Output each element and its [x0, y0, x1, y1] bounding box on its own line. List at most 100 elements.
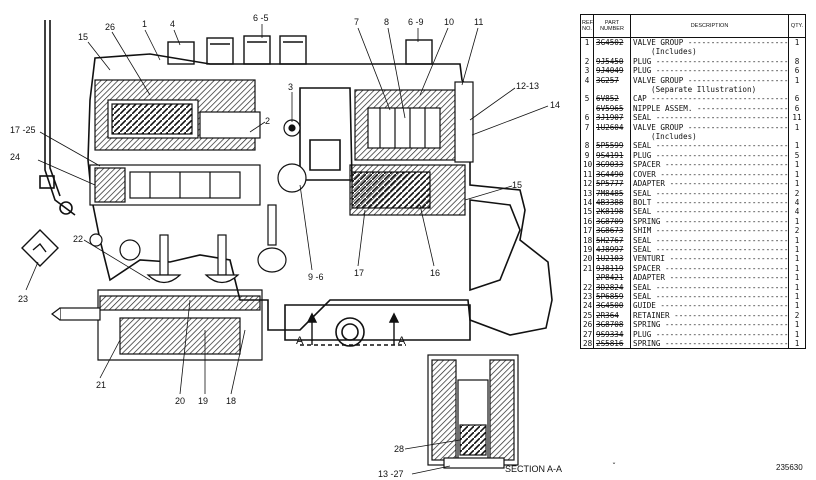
part-number-cell: 3G4502	[593, 37, 631, 48]
qty-cell: 2	[788, 310, 806, 321]
part-number-cell: 3G4490	[593, 169, 631, 180]
qty-cell: 1	[788, 263, 806, 274]
part-number-cell: 2K8198	[593, 207, 631, 217]
part-number-cell: 4J8997	[593, 244, 631, 255]
section-a-a-detail	[427, 354, 519, 469]
qty-cell: 1	[788, 141, 806, 151]
description-cell: (Includes)	[630, 132, 789, 142]
ref-no-cell: 1	[580, 37, 594, 48]
description-cell: VALVE GROUP	[630, 122, 789, 133]
right-spool-section	[349, 81, 474, 216]
callout-15-right: 15	[512, 180, 522, 190]
description-cell: SPRING	[630, 339, 789, 350]
ref-no-cell: 5	[580, 94, 594, 104]
part-number-cell: 7M8485	[593, 188, 631, 198]
table-row: 39J4049PLUG6	[580, 66, 806, 76]
table-row: 56V852CAP6	[580, 94, 806, 104]
ref-no-cell: 11	[580, 169, 594, 180]
description-cell: VALVE GROUP	[630, 75, 789, 86]
qty-cell	[788, 47, 806, 57]
callout-8: 8	[384, 17, 389, 27]
poppets-and-venturi	[51, 204, 287, 361]
table-row: 243G4500GUIDE1	[580, 301, 806, 311]
header-part-number: PART NUMBER	[593, 14, 631, 38]
table-row: 185H2767SEAL1	[580, 235, 806, 245]
callout-17: 17	[354, 268, 364, 278]
part-number-cell: 3G9033	[593, 160, 631, 170]
table-row: 252R364RETAINER2	[580, 310, 806, 321]
qty-cell: 1	[788, 169, 806, 180]
table-row: 85P5599SEAL1	[580, 141, 806, 151]
qty-cell: 1	[788, 301, 806, 311]
ref-no-cell: 13	[580, 188, 594, 198]
table-row: 163G8709SPRING1	[580, 216, 806, 227]
part-number-cell	[593, 85, 631, 95]
ref-no-cell: 19	[580, 244, 594, 255]
caution-icon	[21, 229, 59, 267]
table-row: 219J8119SPACER1	[580, 263, 806, 274]
part-number-cell: 9J5450	[593, 56, 631, 67]
description-cell: SEAL	[630, 291, 789, 302]
qty-cell: 6	[788, 103, 806, 114]
table-row: 2P8421ADAPTER1	[580, 273, 806, 283]
description-cell: SEAL	[630, 113, 789, 123]
section-arrows	[300, 312, 406, 346]
header-description: DESCRIPTION	[630, 14, 789, 38]
valve-group-exploded-drawing: 1 4 6 -5 6 -9 10 11 7 8 15 26 3 2 12-13 …	[10, 13, 562, 479]
part-number-cell: 9S4191	[593, 150, 631, 161]
leader-lines	[25, 24, 549, 475]
table-row: 63J1907SEAL11	[580, 113, 806, 123]
callout-26: 26	[105, 22, 115, 32]
ref-no-cell: 21	[580, 263, 594, 274]
table-row: 279S9334PLUG1	[580, 329, 806, 339]
description-cell: NIPPLE ASSEM.	[630, 103, 789, 114]
header-qty: QTY.	[788, 14, 806, 38]
ref-no-cell: 15	[580, 207, 594, 217]
ref-no-cell: 28	[580, 339, 594, 350]
qty-cell: 2	[788, 226, 806, 236]
ref-no-cell	[580, 103, 594, 114]
qty-cell: 1	[788, 329, 806, 339]
left-spool-section	[89, 79, 307, 206]
qty-cell: 1	[788, 37, 806, 48]
description-cell: SEAL	[630, 235, 789, 245]
ref-no-cell: 8	[580, 141, 594, 151]
callout-13-27: 13 -27	[378, 469, 404, 479]
callout-6-5: 6 -5	[253, 13, 269, 23]
tick-mark: ˇ	[612, 462, 616, 471]
description-cell: BOLT	[630, 197, 789, 208]
callout-10: 10	[444, 17, 454, 27]
ref-no-cell: 17	[580, 226, 594, 236]
ref-no-cell	[580, 85, 594, 95]
ref-no-cell: 2	[580, 56, 594, 67]
table-row: (Includes)	[580, 132, 806, 142]
description-cell: GUIDE	[630, 301, 789, 311]
ref-no-cell: 12	[580, 179, 594, 189]
callout-1: 1	[142, 19, 147, 29]
section-mark-a-right: A	[398, 335, 406, 347]
qty-cell: 5	[788, 150, 806, 161]
callout-19: 19	[198, 396, 208, 406]
callout-18: 18	[226, 396, 236, 406]
qty-cell: 1	[788, 273, 806, 283]
ref-no-cell: 20	[580, 254, 594, 264]
qty-cell: 4	[788, 197, 806, 208]
figure-number: 235630	[776, 463, 803, 472]
callout-11: 11	[474, 17, 483, 27]
qty-cell: 11	[788, 113, 806, 123]
table-row: 201U2103VENTURI1	[580, 254, 806, 264]
description-cell: VENTURI	[630, 254, 789, 264]
description-cell: (Separate Illustration)	[630, 85, 789, 95]
qty-cell: 2	[788, 188, 806, 198]
description-cell: ADAPTER	[630, 179, 789, 189]
part-number-cell: 2S5816	[593, 339, 631, 350]
qty-cell: 1	[788, 235, 806, 245]
table-row: 235P6859SEAL1	[580, 291, 806, 302]
table-row: (Separate Illustration)	[580, 85, 806, 95]
part-number-cell: 1U2103	[593, 254, 631, 264]
ref-no-cell: 4	[580, 75, 594, 86]
